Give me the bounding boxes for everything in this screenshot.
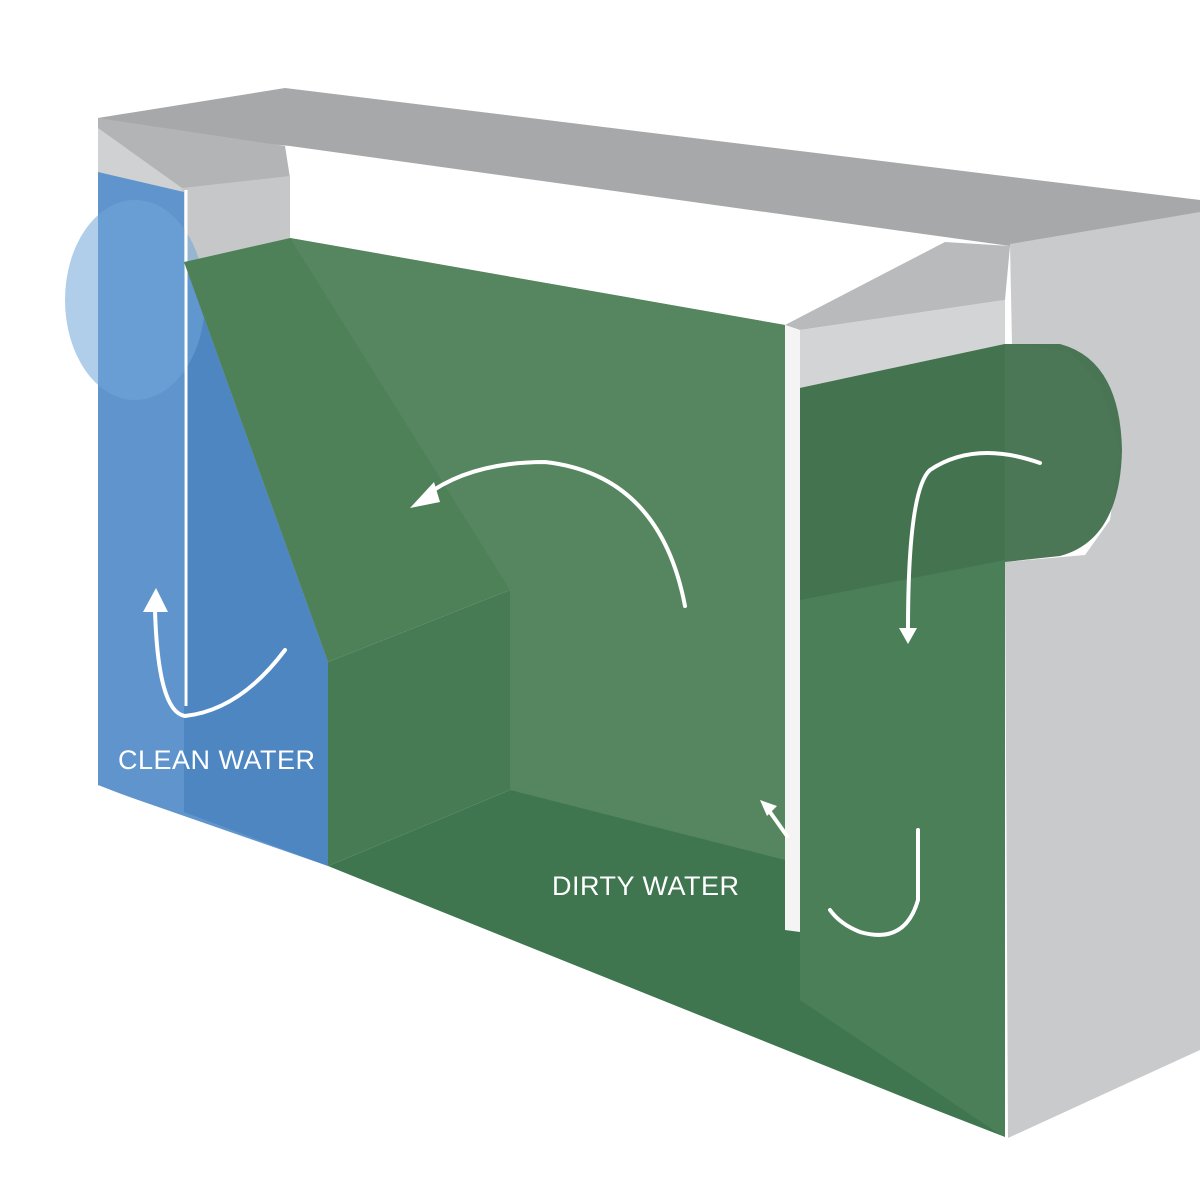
outlet-pipe (1005, 344, 1122, 562)
tank-structure (98, 88, 1200, 1138)
outlet-compartment-shade (800, 344, 1005, 600)
dirty-water-middle-face (290, 238, 785, 860)
dirty-water-chamber (97, 238, 1006, 1139)
baffle-gap-arrowhead (760, 800, 777, 816)
clean-water-front-face (184, 262, 328, 866)
dirty-water-label: DIRTY WATER (552, 871, 740, 901)
clean-water-arrowhead (143, 588, 168, 612)
baffle-ledge (800, 300, 1005, 388)
inlet-block-front (182, 176, 290, 262)
flow-arrows (143, 451, 1042, 937)
dirty-water-front-face (328, 590, 510, 866)
tank-top-back-rim (98, 88, 1200, 246)
baffle-gap-arrow (768, 810, 789, 838)
outlet-downflow-arrowhead (899, 628, 917, 644)
under-baffle-flow-arrow (828, 828, 920, 937)
outlet-downflow-arrow (906, 451, 1042, 632)
tank-right-side-face (1005, 212, 1200, 1138)
baffle-wall (785, 325, 800, 932)
clean-water-chamber (65, 172, 328, 866)
tank-front-edge (97, 785, 1006, 1139)
clean-water-label: CLEAN WATER (118, 745, 316, 775)
dirty-water-circulation-arrow (423, 460, 687, 608)
clean-water-flow-arrow (153, 608, 287, 718)
baffle-top (785, 242, 1010, 330)
dirty-water-circulation-arrowhead (410, 482, 440, 508)
clean-water-highlight (65, 200, 205, 400)
dirty-water-floor (328, 790, 1005, 1138)
